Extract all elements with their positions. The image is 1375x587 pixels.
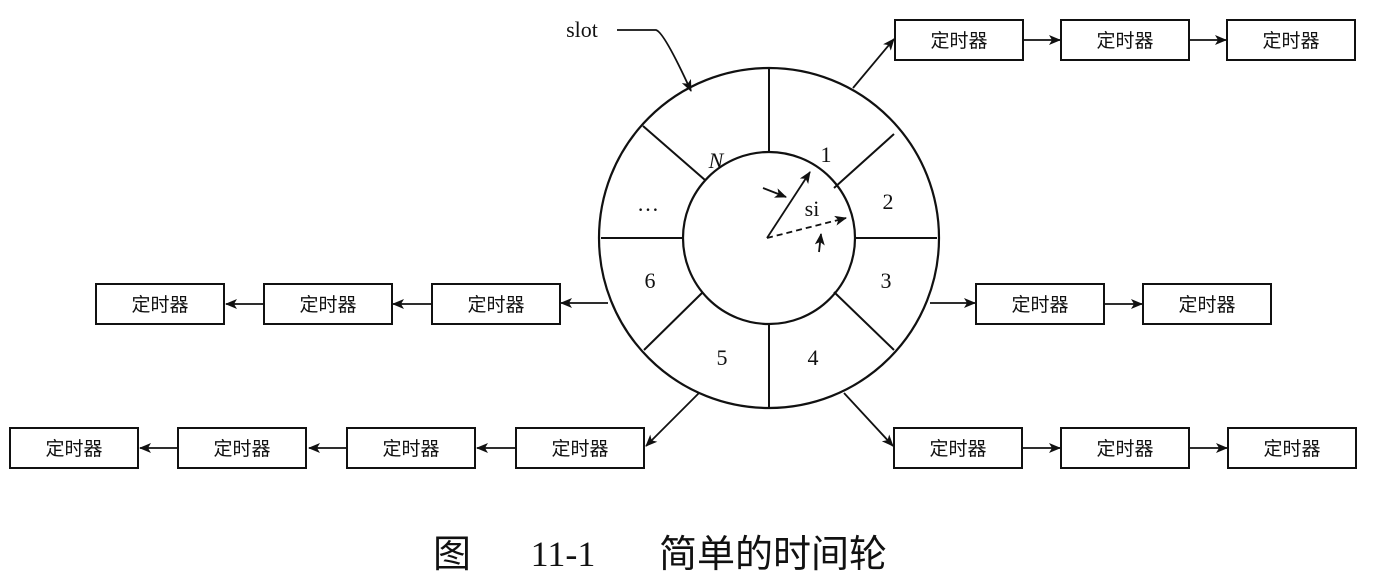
caption-figure-label: 图 (433, 532, 471, 576)
slot5-link-arrow (645, 392, 700, 447)
timer-box (1142, 283, 1272, 325)
slot-callout-arrow (617, 29, 692, 92)
timer-box (9, 427, 139, 469)
timer-label: 定时器 (299, 294, 356, 316)
slot4-link-arrow (843, 392, 894, 447)
timer-box (1226, 19, 1356, 61)
timer-label: 定时器 (467, 294, 524, 316)
slot-label-5: 5 (717, 345, 728, 370)
timer-box (95, 283, 225, 325)
timer-label: 定时器 (1178, 294, 1235, 316)
timer-label: 定时器 (1262, 30, 1319, 52)
timer-box (1227, 427, 1357, 469)
caption-figure-number: 11-1 (531, 534, 596, 574)
spoke (833, 133, 895, 189)
slot3-timer-list: 定时器 定时器 (930, 283, 1272, 325)
timer-label: 定时器 (213, 438, 270, 460)
timer-box (515, 427, 645, 469)
slot-label-3: 3 (881, 268, 892, 293)
timer-label: 定时器 (382, 438, 439, 460)
timer-label: 定时器 (929, 438, 986, 460)
timer-box (894, 19, 1024, 61)
timer-label: 定时器 (551, 438, 608, 460)
spoke (643, 291, 704, 351)
timer-label: 定时器 (131, 294, 188, 316)
slot-callout-label: slot (566, 17, 598, 42)
timer-label: 定时器 (930, 30, 987, 52)
next-pointer (766, 215, 847, 239)
spoke (642, 125, 706, 181)
slot1-timer-list: 定时器 定时器 定时器 (852, 19, 1356, 89)
timer-box (1060, 19, 1190, 61)
time-wheel: N 1 2 3 4 5 6 … si (597, 66, 941, 410)
rotation-arrow-top (762, 187, 787, 198)
timer-label: 定时器 (1096, 30, 1153, 52)
slot-label-ellipsis: … (637, 191, 659, 216)
timer-label: 定时器 (1096, 438, 1153, 460)
figure-caption: 图 11-1 简单的时间轮 (433, 532, 887, 576)
slot-label-2: 2 (883, 189, 894, 214)
timer-box (975, 283, 1105, 325)
slot-label-1: 1 (821, 142, 832, 167)
rotation-arrow-bottom (814, 233, 825, 253)
slot-label-4: 4 (808, 345, 819, 370)
slot-label-6: 6 (645, 268, 656, 293)
slot6-timer-list: 定时器 定时器 定时器 (95, 283, 608, 325)
timer-box (1060, 427, 1190, 469)
timer-label: 定时器 (1263, 438, 1320, 460)
slot4-timer-list: 定时器 定时器 定时器 (843, 392, 1357, 469)
slot-callout: slot (566, 17, 692, 92)
slot-label-n: N (708, 148, 725, 173)
timer-label: 定时器 (45, 438, 102, 460)
slot5-timer-list: 定时器 定时器 定时器 定时器 (9, 392, 700, 469)
slot1-link-arrow (852, 38, 895, 89)
caption-title: 简单的时间轮 (659, 532, 887, 576)
timer-label: 定时器 (1011, 294, 1068, 316)
pointer-label: si (805, 196, 820, 221)
spoke (833, 291, 895, 351)
current-pointer (766, 171, 811, 239)
